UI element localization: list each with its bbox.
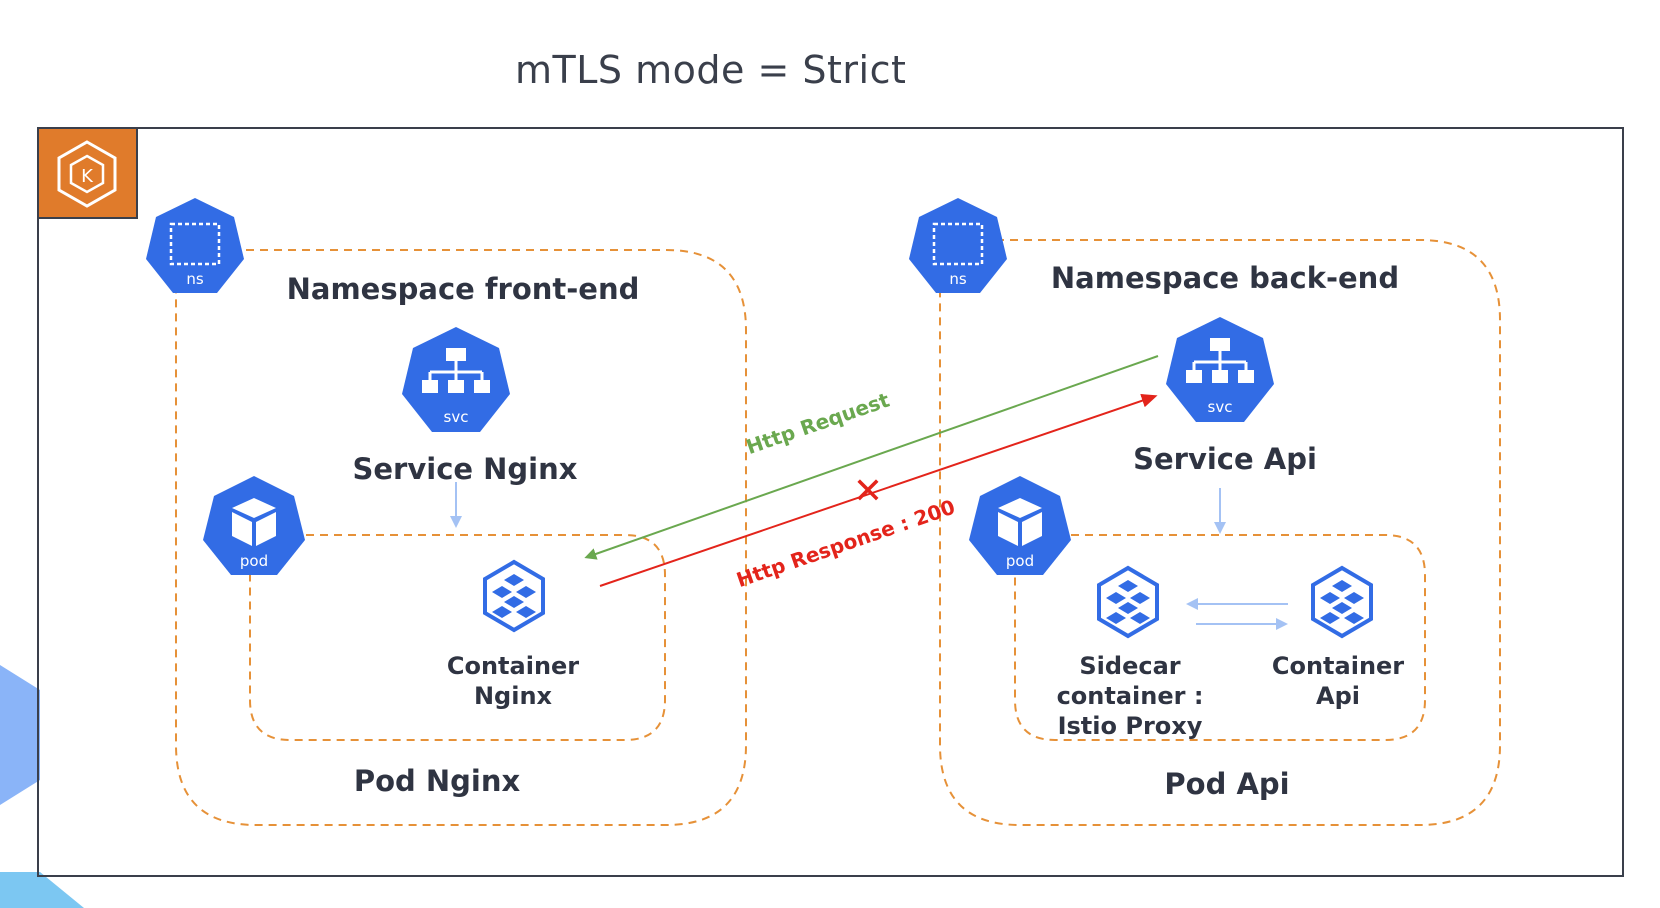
service-nginx-label: Service Nginx (353, 452, 578, 486)
container-api-label-line1: Container (1272, 652, 1404, 680)
cluster-frame (37, 127, 1624, 877)
sidecar-label-line3: Istio Proxy (1058, 712, 1203, 740)
namespace-back-end-border (939, 239, 1501, 826)
http-response-label: Http Response : 200 (733, 495, 958, 592)
pod-nginx-border (249, 534, 666, 741)
svc-icon: svc (1166, 317, 1274, 422)
svg-text:ns: ns (186, 270, 204, 288)
container-nginx-label-line2: Nginx (474, 682, 553, 710)
svg-text:svc: svc (444, 408, 469, 426)
svg-text:ns: ns (949, 270, 967, 288)
container-nginx-label-line1: Container (447, 652, 579, 680)
pod-icon: pod (203, 476, 305, 575)
http-response-arrow (599, 393, 1158, 587)
container-cube-icon (1311, 565, 1373, 639)
svg-text:pod: pod (1006, 552, 1034, 570)
namespace-front-end-label: Namespace front-end (287, 272, 640, 306)
container-cube-icon (483, 559, 545, 633)
decor-shape-bottom (0, 872, 84, 908)
svg-text:pod: pod (240, 552, 268, 570)
sidecar-label-line2: container : (1057, 682, 1204, 710)
http-request-arrow (584, 355, 1159, 560)
container-api-label-line2: Api (1316, 682, 1360, 710)
pod-api-label: Pod Api (1164, 767, 1289, 801)
sidecar-label-line1: Sidecar (1079, 652, 1180, 680)
svg-text:svc: svc (1208, 398, 1233, 416)
service-api-label: Service Api (1133, 442, 1317, 476)
ns-icon: ns (909, 198, 1007, 293)
container-cube-icon (1097, 565, 1159, 639)
pod-api-border (1014, 534, 1426, 741)
page-title: mTLS mode = Strict (515, 48, 907, 92)
svg-text:K: K (81, 166, 94, 187)
blocked-x-icon: ✕ (853, 471, 883, 512)
decor-shape-left (0, 665, 40, 805)
k8s-helm-icon: K (37, 127, 138, 219)
namespace-back-end-label: Namespace back-end (1051, 261, 1399, 295)
http-request-label: Http Request (743, 388, 893, 460)
ns-icon: ns (146, 198, 244, 293)
namespace-front-end-border (175, 249, 747, 826)
pod-nginx-label: Pod Nginx (354, 764, 521, 798)
pod-icon: pod (969, 476, 1071, 575)
svc-icon: svc (402, 327, 510, 432)
